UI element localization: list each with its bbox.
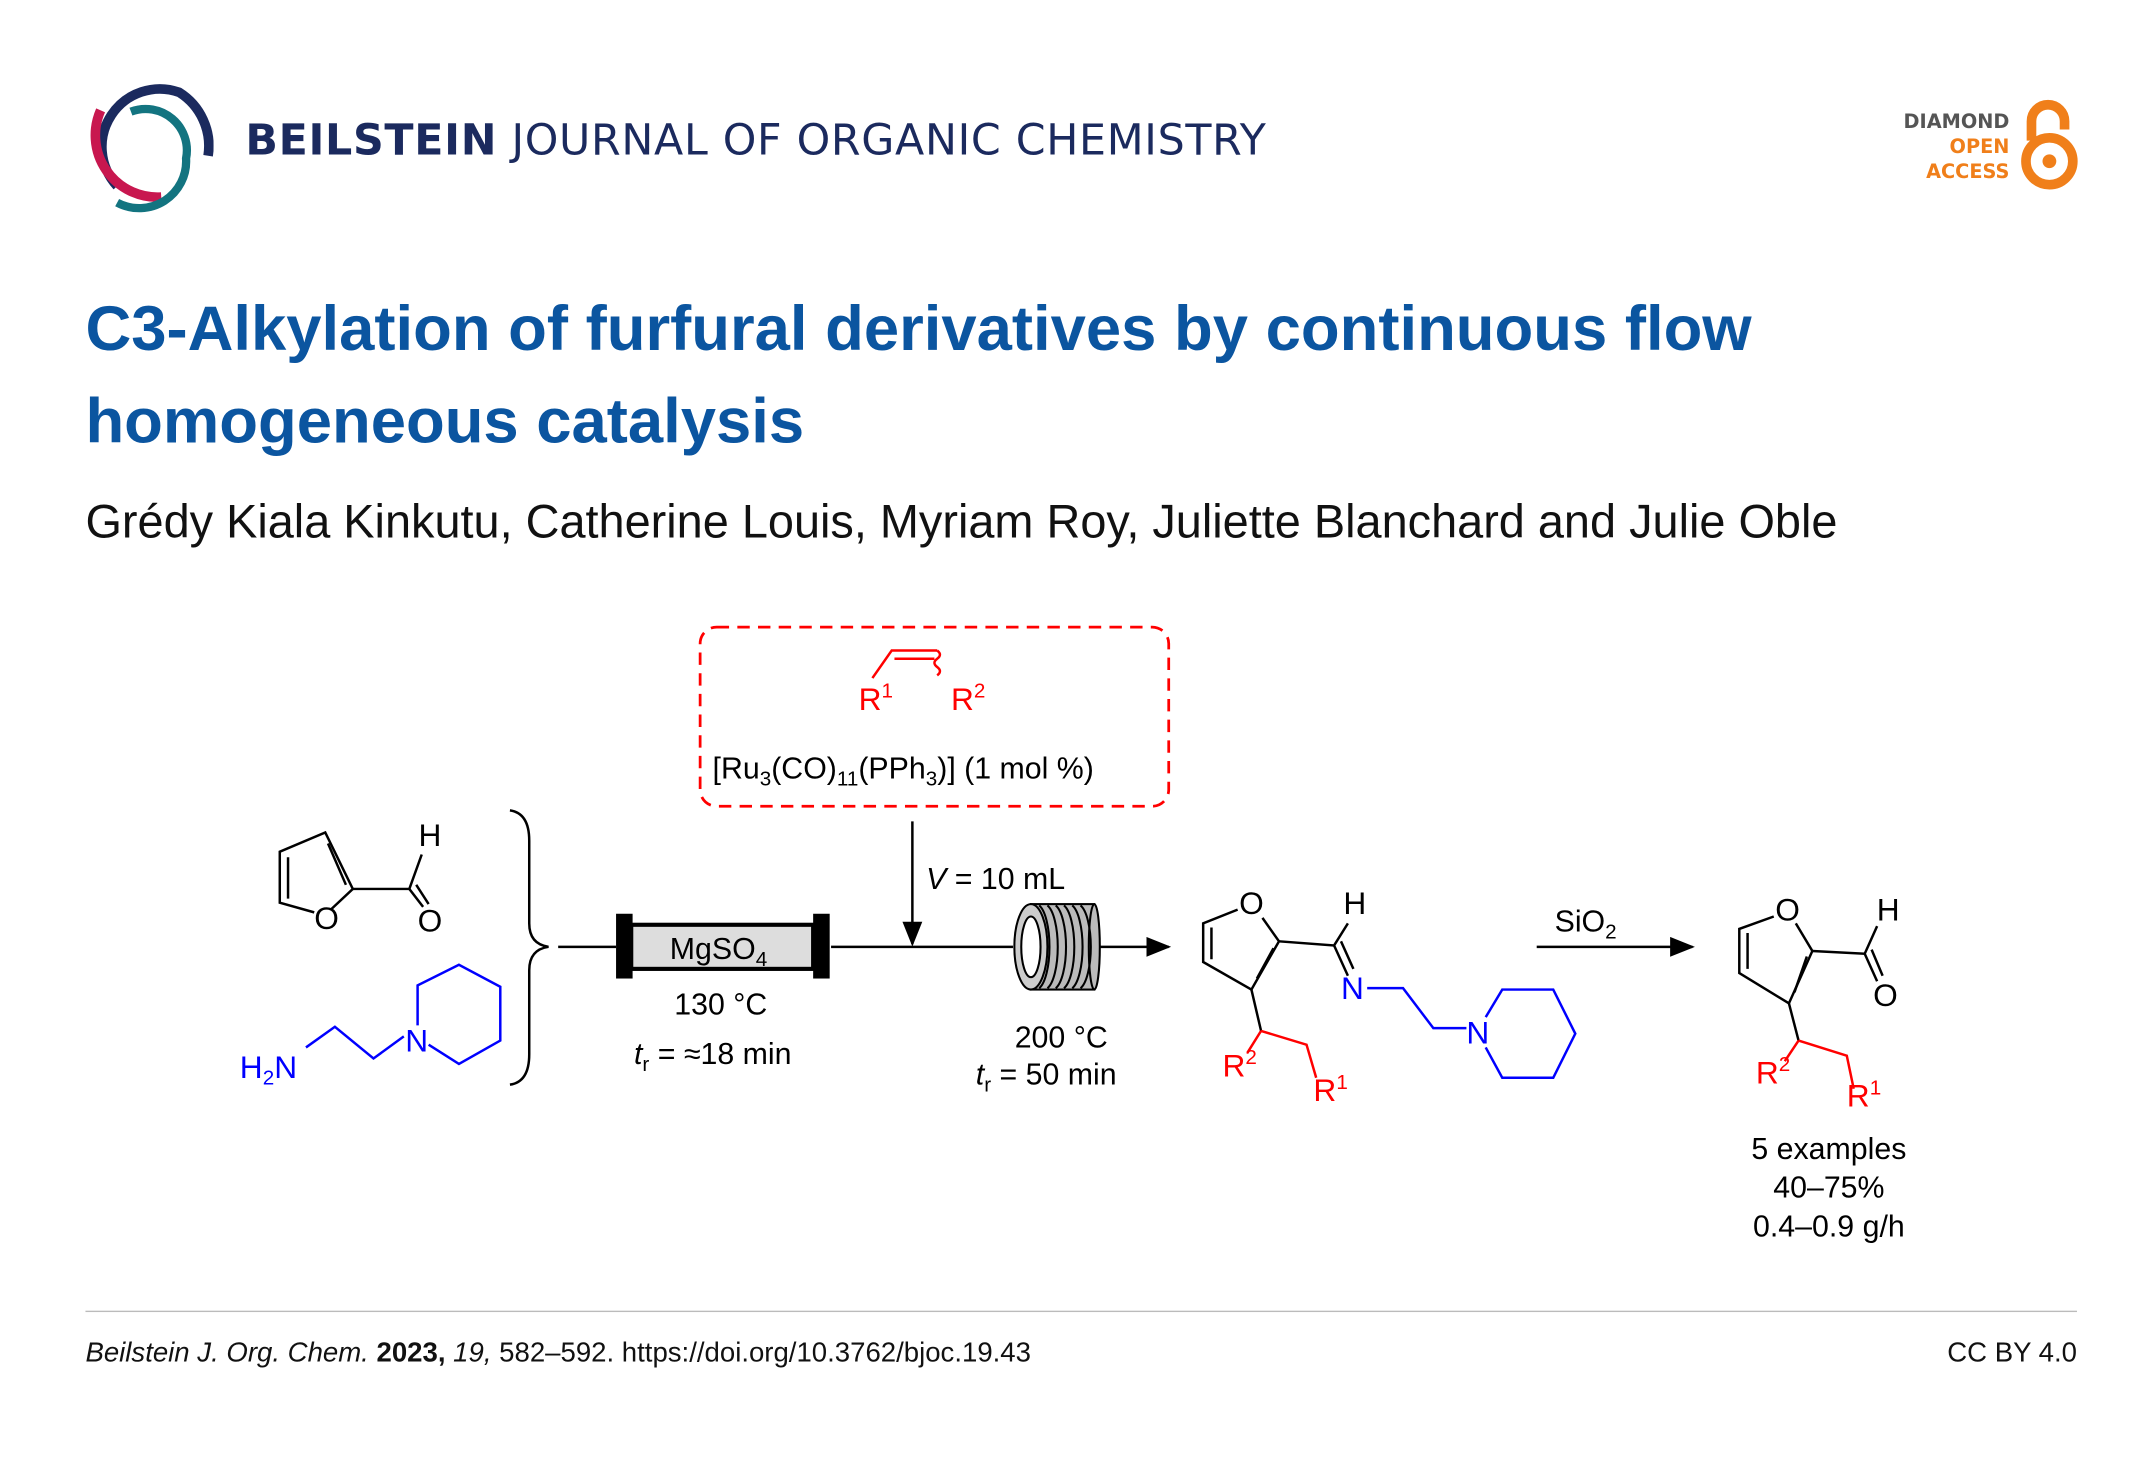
article-title: C3-Alkylation of furfural derivatives by… (85, 283, 1751, 468)
cartridge-temperature: 130 °C (674, 988, 767, 1021)
citation-year: 2023, (376, 1338, 446, 1369)
license: CC BY 4.0 (1947, 1338, 2077, 1369)
citation-journal: Beilstein J. Org. Chem. (85, 1338, 369, 1369)
atom-label-h: H (1343, 885, 1366, 921)
r1-label: R1 (1847, 1076, 1881, 1113)
footer-divider (85, 1310, 2077, 1313)
coil-temperature: 200 °C (1015, 1021, 1108, 1054)
mgso4-cartridge (616, 913, 830, 979)
amine-chain (305, 1025, 405, 1061)
examples-count: 5 examples (1751, 1133, 1906, 1166)
furfural-structure (278, 830, 430, 914)
oa-line1: DIAMOND (1903, 111, 2010, 134)
citation-volume: 19, (453, 1338, 492, 1369)
atom-label-o: O (314, 900, 339, 936)
journal-name-bold: BEILSTEIN (245, 115, 498, 166)
atom-label-n: N (1466, 1014, 1489, 1050)
atom-label-n: N (405, 1023, 428, 1059)
catalyst-label: [Ru3(CO)11(PPh3)] (1 mol %) (713, 753, 1094, 791)
oa-line2: OPEN (1949, 136, 2010, 159)
atom-label-o: O (418, 903, 443, 939)
logo-arc-crimson (90, 108, 162, 202)
title-line-1: C3-Alkylation of furfural derivatives by… (85, 292, 1752, 364)
amine-label: H2N (240, 1049, 297, 1090)
open-access-label: DIAMOND OPEN ACCESS (1888, 110, 2010, 184)
r2-label: R2 (1756, 1053, 1790, 1090)
productivity-range: 0.4–0.9 g/h (1753, 1210, 1905, 1243)
silica-reagent: SiO2 (1555, 906, 1617, 944)
piperidine-ring (1484, 988, 1577, 1080)
coil-reactor-icon (1013, 903, 1101, 991)
r1-label: R1 (1313, 1071, 1347, 1108)
yield-range: 40–75% (1773, 1172, 1884, 1205)
imine-intermediate-structure (1201, 908, 1355, 1032)
title-line-2: homogeneous catalysis (85, 384, 805, 457)
bracket (509, 809, 549, 1086)
atom-label-n: N (1341, 970, 1364, 1006)
atom-label-o: O (1239, 885, 1264, 921)
beilstein-logo (90, 84, 214, 213)
reagent-box (698, 625, 1171, 808)
cartridge-residence-time: tr = ≈18 min (634, 1038, 791, 1076)
atom-label-h: H (1877, 892, 1900, 928)
citation: Beilstein J. Org. Chem. 2023, 19, 582–59… (85, 1338, 1031, 1370)
r2-label: R2 (951, 679, 985, 716)
citation-doi[interactable]: 582–592. https://doi.org/10.3762/bjoc.19… (499, 1338, 1031, 1369)
authors: Grédy Kiala Kinkutu, Catherine Louis, My… (85, 496, 1838, 549)
atom-label-o: O (1873, 977, 1898, 1013)
cartridge-label: MgSO4 (670, 933, 767, 971)
alkene-structure (871, 649, 938, 679)
product-structure (1738, 915, 1884, 1041)
journal-name-rest: JOURNAL OF ORGANIC CHEMISTRY (511, 115, 1267, 166)
coil-residence-time: tr = 50 min (976, 1059, 1117, 1097)
atom-label-o: O (1775, 892, 1800, 928)
r1-label: R1 (859, 679, 893, 716)
open-access-lock-icon (2021, 99, 2078, 190)
logo-arc-teal (115, 104, 191, 213)
piperidine-ring (416, 963, 502, 1066)
journal-name: BEILSTEIN JOURNAL OF ORGANIC CHEMISTRY (245, 116, 1266, 166)
oa-line3: ACCESS (1926, 161, 2010, 184)
atom-label-h: H (419, 817, 442, 853)
wavy-bond (933, 649, 942, 677)
coil-volume: V = 10 mL (926, 863, 1065, 896)
r2-label: R2 (1222, 1046, 1256, 1083)
